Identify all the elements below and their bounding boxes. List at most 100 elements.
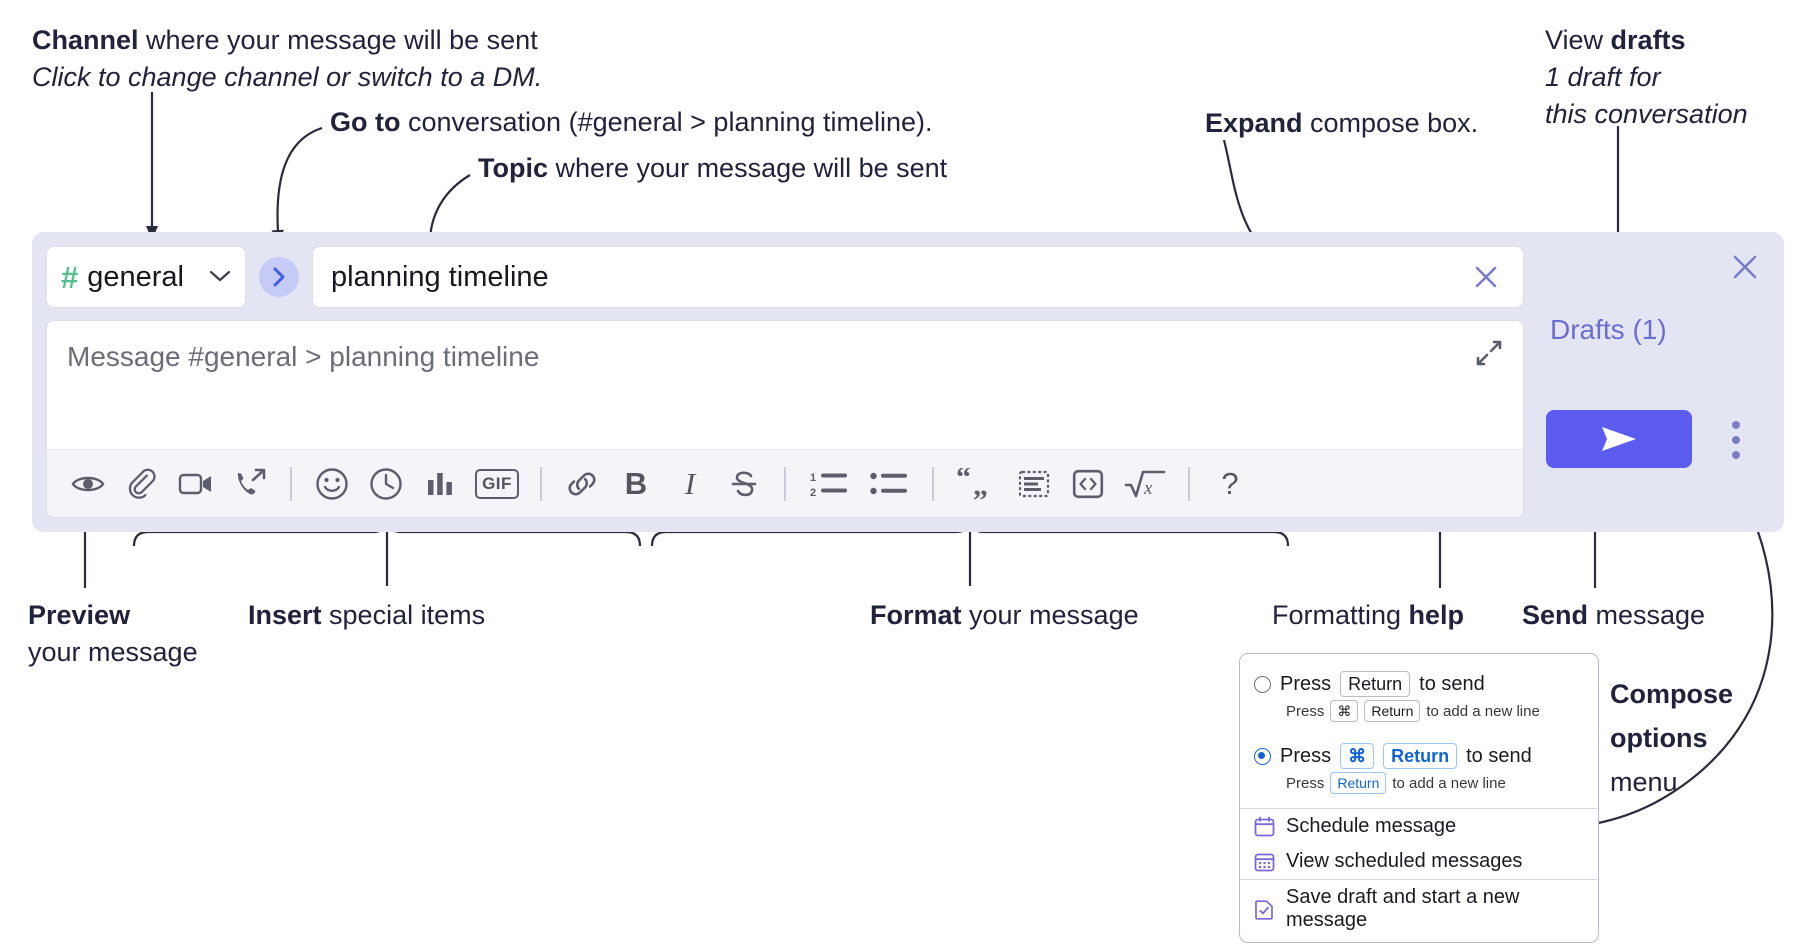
compose-header-row: # general planning timeline: [46, 246, 1524, 308]
annotation-goto: Go to conversation (#general > planning …: [330, 107, 933, 137]
svg-text:„: „: [973, 469, 988, 500]
annotation-drafts: View drafts 1 draft for this conversatio…: [1545, 22, 1748, 133]
audio-clip-icon[interactable]: [223, 457, 277, 511]
blockquote-icon[interactable]: “ „: [947, 457, 1007, 511]
toolbar-separator: [1188, 466, 1190, 501]
code-icon[interactable]: [1061, 457, 1115, 511]
menu-item-label: Save draft and start a new message: [1286, 886, 1520, 931]
opt2-sub-pre: Press: [1286, 774, 1325, 792]
code-block-icon[interactable]: [1007, 457, 1061, 511]
calendar-icon: [1254, 816, 1275, 837]
strikethrough-icon[interactable]: [717, 457, 771, 511]
compose-panel: # general planning timeline M: [32, 232, 1784, 532]
send-option-1-main[interactable]: Press Return to send: [1240, 668, 1598, 698]
topic-value: planning timeline: [331, 260, 549, 293]
annotation-formatting-help: Formatting help: [1272, 600, 1465, 630]
toolbar-separator: [540, 466, 542, 501]
annotation-expand: Expand compose box.: [1205, 108, 1479, 138]
help-label: ?: [1221, 465, 1239, 501]
radio-unselected[interactable]: [1254, 675, 1271, 693]
send-option-1[interactable]: Press Return to send Press ⌘ Return to a…: [1240, 664, 1598, 736]
menu-item-save-draft[interactable]: Save draft and start a new message: [1240, 880, 1598, 942]
kebab-dot: [1732, 451, 1740, 459]
message-placeholder: Message #general > planning timeline: [67, 341, 540, 372]
close-icon[interactable]: [1726, 248, 1764, 286]
svg-text:x: x: [1143, 478, 1153, 499]
compose-side: Drafts (1): [1524, 232, 1784, 532]
help-icon[interactable]: ?: [1203, 457, 1257, 511]
opt1-pre: Press: [1280, 672, 1332, 695]
menu-divider: [1240, 879, 1598, 880]
menu-item-schedule-message[interactable]: Schedule message: [1240, 809, 1598, 844]
math-icon[interactable]: x: [1115, 457, 1175, 511]
drafts-link[interactable]: Drafts (1): [1550, 314, 1667, 345]
annotation-drafts-line1: View drafts: [1545, 25, 1686, 55]
send-option-1-sub: Press ⌘ Return to add a new line: [1240, 698, 1598, 726]
calendar-grid-icon: [1254, 851, 1275, 872]
toolbar-separator: [784, 466, 786, 501]
radio-selected[interactable]: [1254, 747, 1271, 765]
annotation-channel: Channel where your message will be sent …: [32, 22, 542, 96]
kbd-return: Return: [1364, 700, 1421, 722]
kbd-return: Return: [1330, 772, 1387, 794]
menu-item-view-scheduled[interactable]: View scheduled messages: [1240, 844, 1598, 879]
annotation-topic: Topic where your message will be sent: [478, 153, 948, 183]
video-clip-icon[interactable]: [169, 457, 223, 511]
channel-name: general: [87, 260, 184, 293]
gif-label: GIF: [475, 468, 519, 499]
go-to-conversation-button[interactable]: [259, 257, 299, 297]
clock-icon[interactable]: [359, 457, 413, 511]
bold-label: B: [624, 465, 648, 501]
preview-icon[interactable]: [61, 457, 115, 511]
gif-icon[interactable]: GIF: [467, 457, 527, 511]
expand-icon[interactable]: [1469, 333, 1509, 373]
opt2-post: to send: [1466, 744, 1532, 767]
compose-options-menu: Press Return to send Press ⌘ Return to a…: [1239, 653, 1599, 943]
poll-icon[interactable]: [413, 457, 467, 511]
annotation-drafts-line2: 1 draft for: [1545, 62, 1661, 92]
annotation-send: Send message: [1522, 600, 1706, 630]
italic-label: I: [684, 465, 696, 501]
send-option-2-main[interactable]: Press ⌘ Return to send: [1240, 740, 1598, 770]
italic-icon[interactable]: I: [663, 457, 717, 511]
opt1-sub-post: to add a new line: [1426, 702, 1540, 720]
formatting-toolbar: GIF B I: [47, 449, 1523, 517]
compose-options-button[interactable]: [1720, 414, 1752, 466]
channel-selector[interactable]: # general: [46, 246, 246, 308]
compose-main: # general planning timeline M: [46, 246, 1524, 518]
close-icon[interactable]: [1465, 256, 1507, 298]
send-option-2[interactable]: Press ⌘ Return to send Press Return to a…: [1240, 736, 1598, 808]
bold-icon[interactable]: B: [609, 457, 663, 511]
annotation-channel-line2: Click to change channel or switch to a D…: [32, 62, 543, 92]
menu-item-label: View scheduled messages: [1286, 850, 1523, 872]
message-input[interactable]: Message #general > planning timeline: [46, 320, 1524, 518]
topic-input[interactable]: planning timeline: [312, 246, 1524, 308]
svg-text:2: 2: [810, 487, 816, 499]
hash-icon: #: [61, 259, 79, 295]
bulleted-list-icon[interactable]: [859, 457, 919, 511]
menu-divider: [1240, 808, 1598, 809]
kebab-dot: [1732, 436, 1740, 444]
send-button[interactable]: [1546, 410, 1692, 468]
save-draft-icon: [1254, 899, 1275, 920]
ordered-list-icon[interactable]: 1 2: [799, 457, 859, 511]
annotation-drafts-line3: this conversation: [1545, 99, 1748, 129]
link-icon[interactable]: [555, 457, 609, 511]
annotation-channel-line1: Channel where your message will be sent: [32, 25, 538, 55]
opt2-sub-post: to add a new line: [1392, 774, 1506, 792]
annotation-insert: Insert special items: [248, 600, 486, 630]
kbd-return: Return: [1340, 671, 1411, 697]
annotation-preview: Preview your message: [28, 600, 198, 667]
attachment-icon[interactable]: [115, 457, 169, 511]
chevron-down-icon: [209, 268, 231, 287]
kbd-command: ⌘: [1340, 743, 1375, 769]
kbd-return: Return: [1383, 743, 1458, 769]
svg-text:1: 1: [810, 472, 816, 484]
opt1-sub-pre: Press: [1286, 702, 1325, 720]
annotation-compose-options: Compose options menu: [1610, 679, 1734, 797]
opt1-post: to send: [1419, 672, 1485, 695]
opt2-pre: Press: [1280, 744, 1332, 767]
emoji-icon[interactable]: [305, 457, 359, 511]
toolbar-separator: [290, 466, 292, 501]
